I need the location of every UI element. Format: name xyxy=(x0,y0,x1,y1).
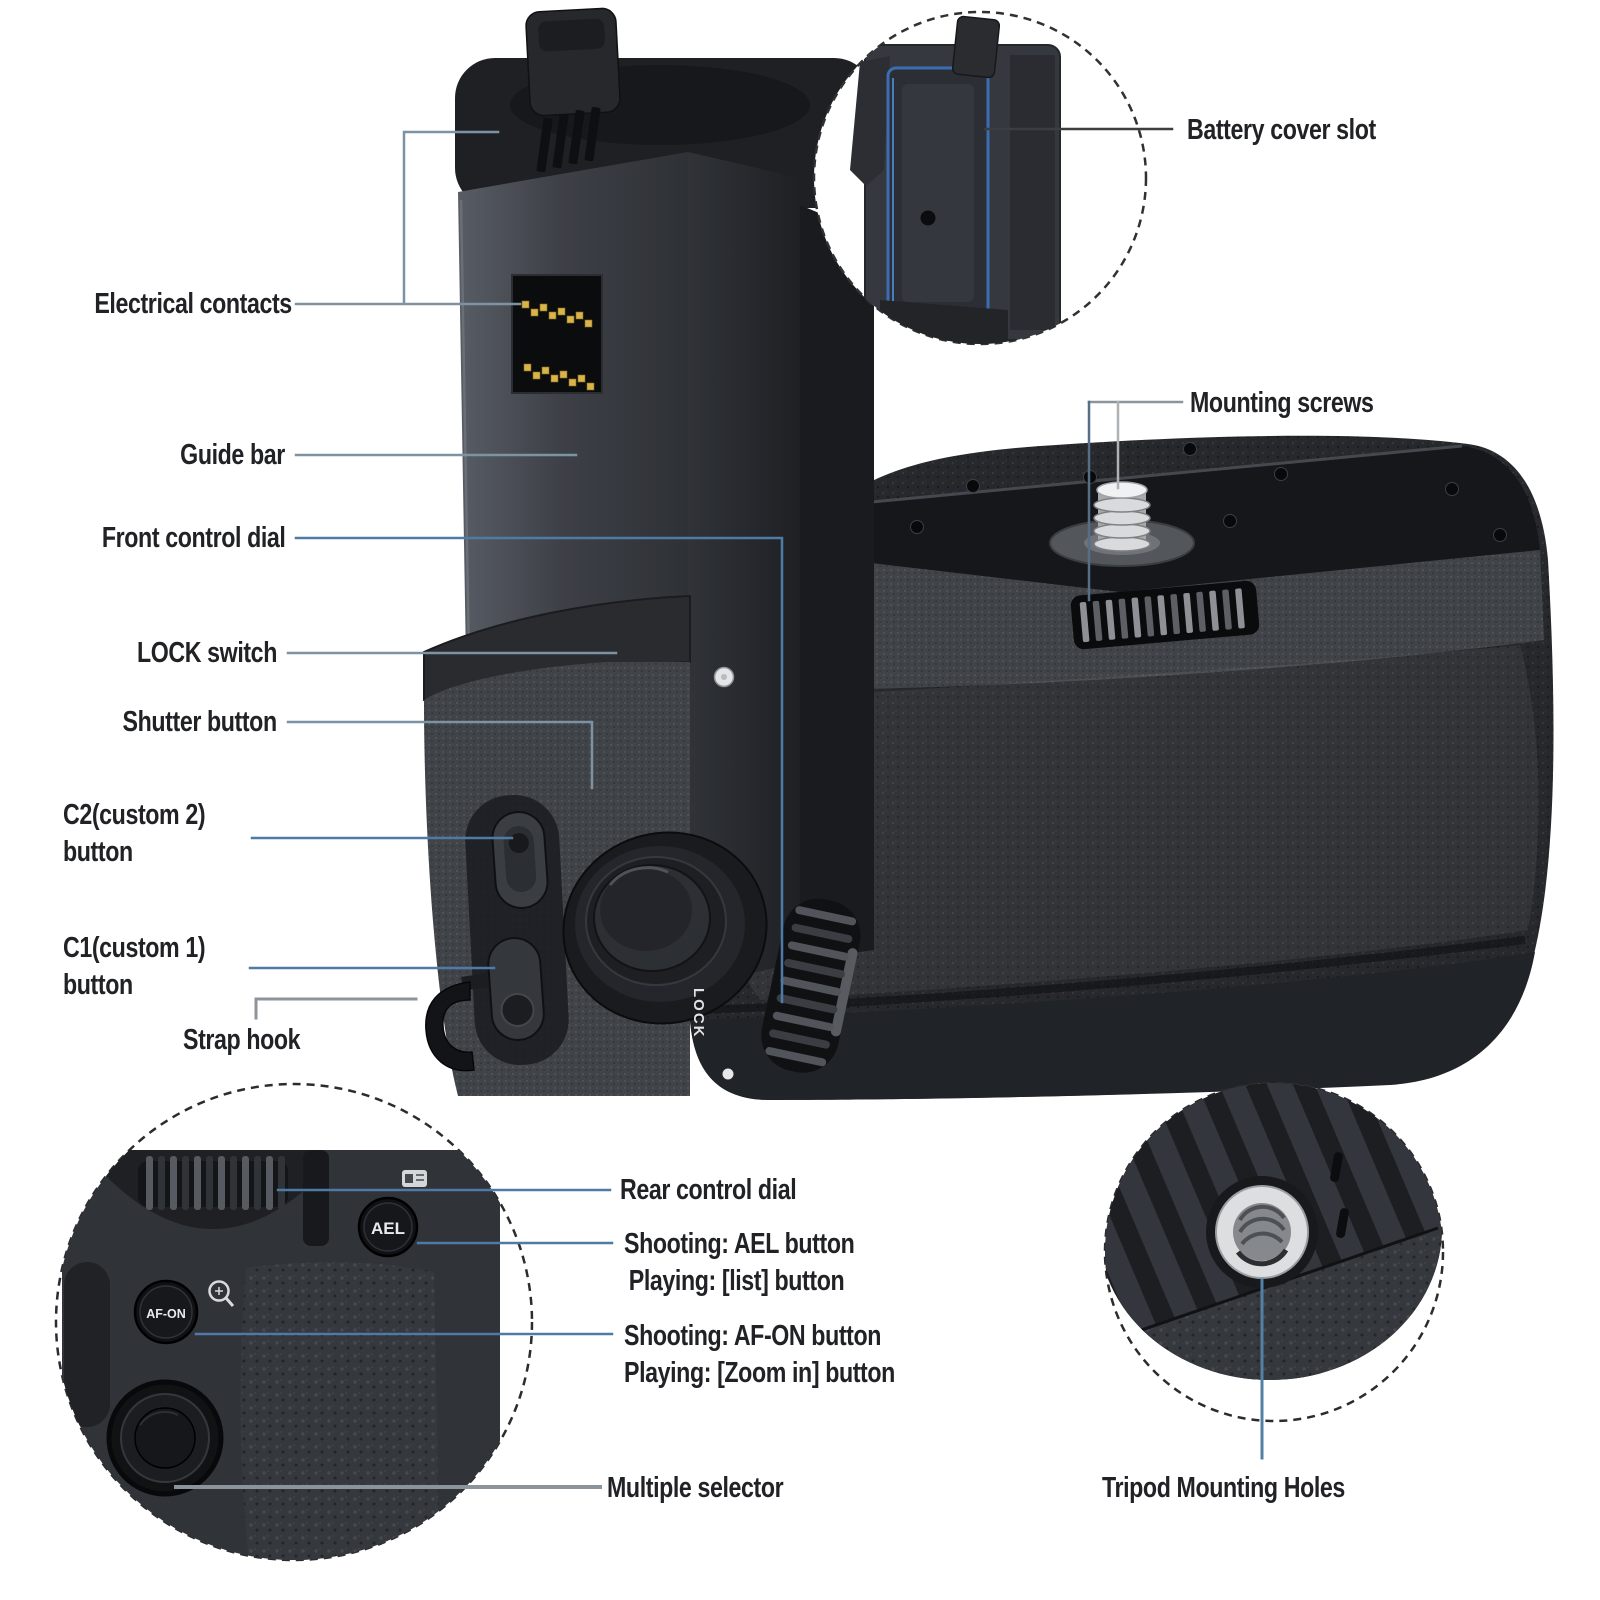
callout-lines xyxy=(174,127,1264,1489)
grip-bottom-roll xyxy=(690,952,1535,1100)
label-front-control-dial: Front control dial xyxy=(101,522,285,554)
ael-marking: AEL xyxy=(371,1219,405,1238)
battery-flange xyxy=(800,205,874,960)
tripod-mounting-hole xyxy=(1206,1176,1318,1288)
top-control-dial xyxy=(1070,580,1260,650)
battery-side-face xyxy=(688,152,800,988)
label-guide-bar: Guide bar xyxy=(180,439,285,471)
label-tripod-mounting-holes: Tripod Mounting Holes xyxy=(1102,1472,1345,1504)
playback-list-icon xyxy=(402,1170,427,1187)
rear-leather xyxy=(240,1262,440,1560)
label-ael-button: Shooting: AEL button Playing: [list] but… xyxy=(624,1228,855,1297)
label-strap-hook: Strap hook xyxy=(183,1024,301,1056)
grip-top-plate xyxy=(829,446,1540,592)
c2-button xyxy=(491,811,549,909)
chamber-left-flange xyxy=(850,56,890,186)
multiple-selector xyxy=(106,1379,224,1497)
label-af-on-button: Shooting: AF-ON button Playing: [Zoom in… xyxy=(624,1320,895,1389)
callout-front-control-dial-line xyxy=(294,536,784,1004)
battery-top-slots xyxy=(536,106,601,173)
front-control-dial xyxy=(761,898,861,1073)
lock-indicator-dot xyxy=(722,1068,734,1080)
label-c1-button: C1(custom 1) button xyxy=(63,932,206,1001)
grip-body xyxy=(690,435,1554,1101)
label-electrical-contacts: Electrical contacts xyxy=(94,288,293,320)
magnifier-battery-cover-slot xyxy=(812,10,1148,346)
label-mounting-screws: Mounting screws xyxy=(1190,387,1374,419)
label-lock-switch: LOCK switch xyxy=(137,637,277,669)
label-c2-button: C2(custom 2) button xyxy=(63,799,206,868)
af-on-marking: AF-ON xyxy=(146,1307,186,1321)
rear-control-dial xyxy=(138,1156,288,1210)
mounting-screw xyxy=(1049,481,1195,567)
strap-hook xyxy=(425,973,489,1072)
callout-shutter-button-line xyxy=(286,720,594,790)
c1-button xyxy=(487,937,545,1041)
grip-tower: LOCK xyxy=(423,594,861,1096)
label-rear-control-dial: Rear control dial xyxy=(620,1174,797,1206)
label-shutter-button: Shutter button xyxy=(122,706,278,738)
zoom-in-icon xyxy=(208,1280,235,1307)
label-battery-cover-slot: Battery cover slot xyxy=(1187,114,1376,146)
callout-electrical-contacts-line xyxy=(294,130,522,306)
lock-marking: LOCK xyxy=(690,988,707,1039)
electrical-contacts-window xyxy=(511,274,603,394)
magnifier-rear-controls: AEL AF-ON xyxy=(54,1082,534,1562)
shutter-assembly: LOCK xyxy=(562,831,768,1080)
af-on-button: AF-ON xyxy=(133,1279,199,1345)
callout-strap-hook-line xyxy=(254,997,418,1020)
ael-button: AEL xyxy=(357,1196,419,1258)
label-multiple-selector: Multiple selector xyxy=(607,1472,784,1504)
